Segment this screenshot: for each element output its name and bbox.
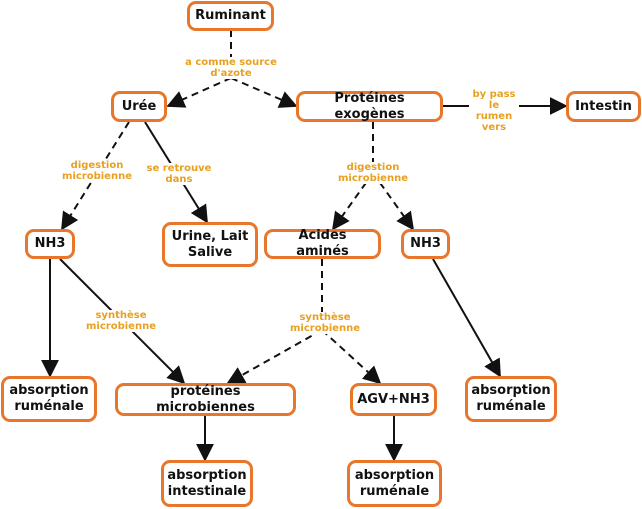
node-intestin: Intestin — [566, 91, 641, 122]
node-absorption-rumenale-bottom: absorption ruménale — [347, 460, 442, 507]
edge-nh3r-to-absorption — [432, 258, 501, 378]
node-nh3-right: NH3 — [401, 229, 450, 259]
edge-aa-to-proteines-microb — [226, 329, 323, 384]
label-by-pass: by pass le rumen vers — [469, 89, 519, 133]
node-absorption-rumenale-left: absorption ruménale — [1, 376, 97, 422]
edge-to-uree — [166, 77, 232, 108]
node-ruminant: Ruminant — [187, 1, 274, 31]
node-proteines-exogenes: Protéines exogènes — [296, 91, 443, 122]
label-synthese-right: synthèse microbienne — [284, 312, 366, 334]
edge-aa-to-agv — [321, 329, 382, 385]
node-urine-lait-salive: Urine, Lait Salive — [162, 222, 258, 267]
node-proteines-microbiennes: protéines microbiennes — [115, 383, 296, 416]
label-source-azote: a comme source d'azote — [176, 57, 286, 79]
node-nh3-left: NH3 — [25, 229, 75, 259]
label-digestion-left: digestion microbienne — [56, 160, 138, 182]
label-se-retrouve: se retrouve dans — [140, 163, 218, 185]
label-digestion-right: digestion microbienne — [332, 162, 414, 184]
edge-to-proteines-exogenes — [230, 77, 298, 108]
node-uree: Urée — [111, 91, 167, 122]
label-synthese-left: synthèse microbienne — [80, 310, 162, 332]
node-acides-amines: Acides aminés — [264, 228, 381, 259]
node-absorption-rumenale-right: absorption ruménale — [465, 376, 557, 422]
node-agv-nh3: AGV+NH3 — [350, 383, 437, 416]
node-absorption-intestinale: absorption intestinale — [161, 460, 253, 507]
